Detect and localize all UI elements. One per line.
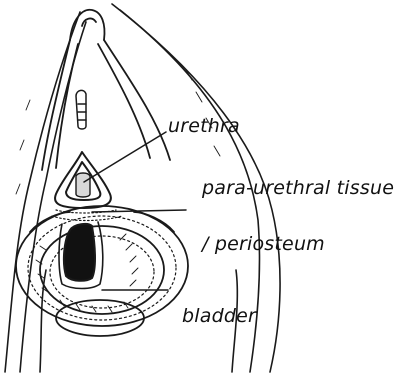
- paraurethral-leader-line: [92, 210, 186, 212]
- paraurethral-label-line1: para-urethral tissue: [201, 177, 394, 199]
- shading-marks: [16, 70, 220, 312]
- bladder-label: bladder: [182, 305, 257, 327]
- urethra-structure: [55, 152, 111, 208]
- paraurethral-label-line2: / periosteum: [200, 233, 325, 255]
- urethra-leader-line: [84, 132, 166, 182]
- urethra-label: urethra: [168, 115, 240, 137]
- urethral-papilla: [76, 90, 86, 129]
- clitoral-hood: [42, 10, 170, 170]
- leader-lines: [84, 132, 186, 290]
- bladder-opening: [59, 222, 103, 289]
